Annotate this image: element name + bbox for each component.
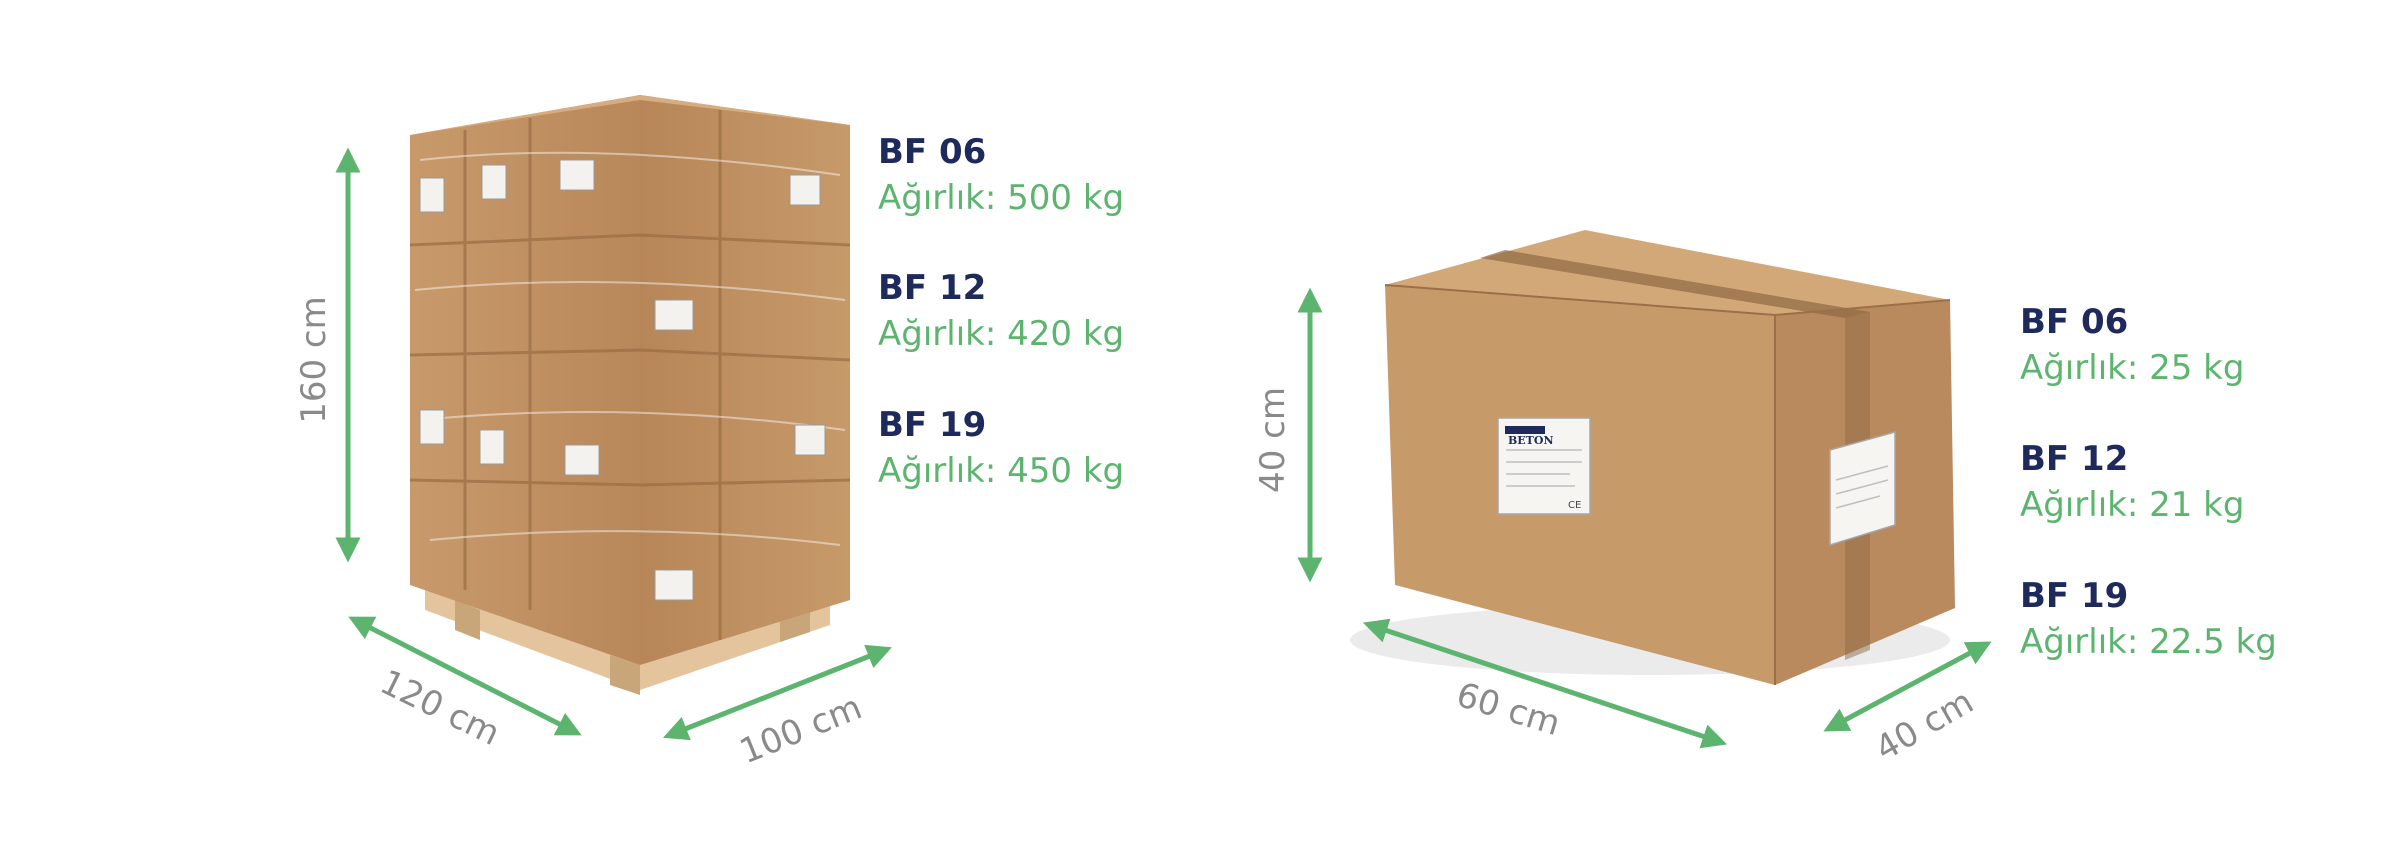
box-label-brand: BETON — [1508, 434, 1554, 447]
pallet-width-arrow — [663, 644, 892, 741]
pallet-length-arrow — [348, 616, 582, 736]
box-label-ce-mark: CE — [1568, 500, 1581, 511]
box-product-weight: Ağırlık: 22.5 kg — [2020, 622, 2277, 662]
box-product-code: BF 12 — [2020, 439, 2129, 479]
box-length-arrow — [1362, 618, 1728, 749]
pallet-product-weight: Ağırlık: 420 kg — [878, 314, 1125, 354]
box-width-label: 40 cm — [1869, 682, 1981, 770]
pallet-product-code: BF 12 — [878, 268, 987, 308]
box-height-label: 40 cm — [1253, 387, 1293, 493]
cardboard-box-icon — [1350, 230, 1955, 685]
box-product-weight: Ağırlık: 25 kg — [2020, 348, 2245, 388]
pallet-length-label: 120 cm — [374, 662, 506, 754]
box-width-arrow — [1823, 641, 1992, 732]
box-product-code: BF 19 — [2020, 576, 2129, 616]
pallet-product-weight: Ağırlık: 450 kg — [878, 451, 1125, 491]
pallet-product-weight: Ağırlık: 500 kg — [878, 178, 1125, 218]
pallet-product-code: BF 06 — [878, 132, 987, 172]
pallet-of-boxes-icon — [409, 95, 851, 695]
pallet-product-code: BF 19 — [878, 405, 987, 445]
pallet-height-label: 160 cm — [294, 296, 334, 424]
box-product-weight: Ağırlık: 21 kg — [2020, 485, 2245, 525]
box-product-code: BF 06 — [2020, 302, 2129, 342]
